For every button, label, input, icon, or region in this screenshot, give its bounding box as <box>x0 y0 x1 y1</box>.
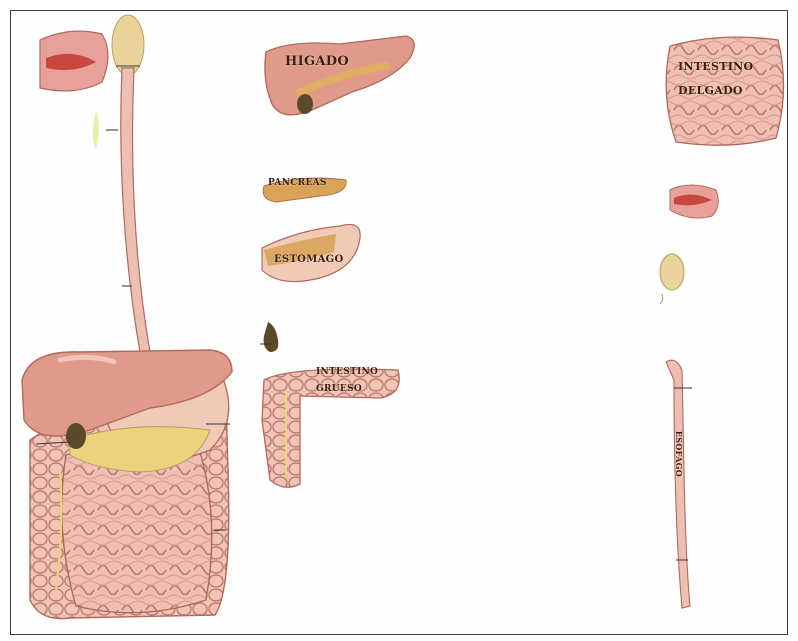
full-digestive-system <box>22 15 232 619</box>
salivary-gland-organ <box>660 254 684 304</box>
label-esofago: ESOFAGO <box>674 431 684 477</box>
label-higado: HIGADO <box>285 54 349 69</box>
label-intestino-grueso-1: INTESTINO <box>316 367 378 377</box>
mouth-organ <box>670 185 718 218</box>
gallbladder-organ <box>260 322 278 352</box>
esophagus-organ <box>666 360 692 608</box>
label-intestino-grueso-2: GRUESO <box>316 384 362 394</box>
label-intestino-delgado-2: DELGADO <box>678 84 743 97</box>
liver-organ <box>265 36 414 115</box>
label-intestino-delgado-1: INTESTINO <box>678 60 753 73</box>
label-estomago: ESTOMAGO <box>274 254 343 265</box>
label-pancreas: PANCREAS <box>268 178 327 188</box>
